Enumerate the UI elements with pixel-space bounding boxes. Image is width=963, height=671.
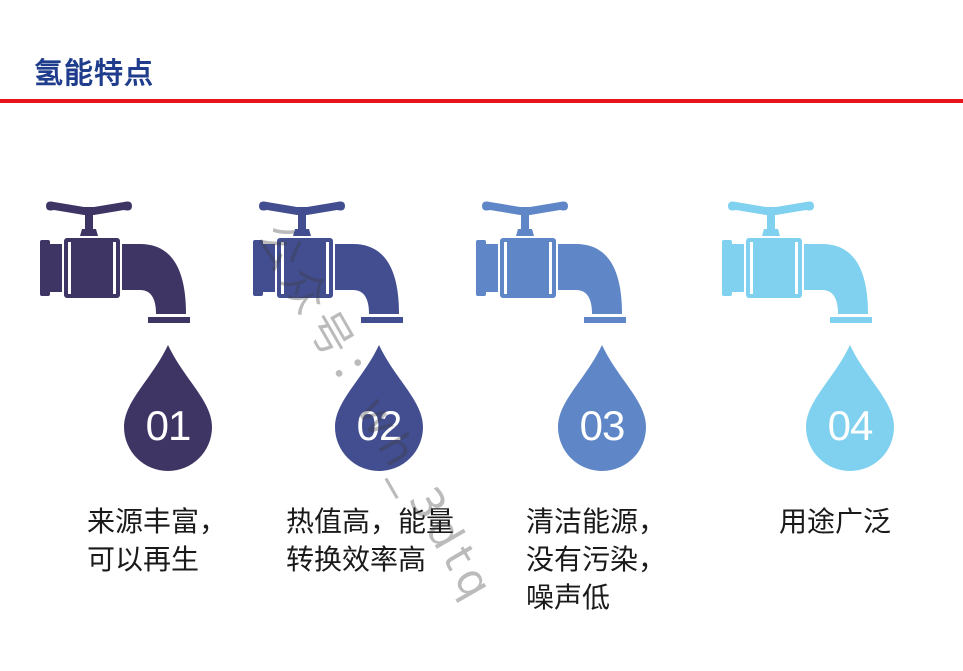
description-line: 噪声低 xyxy=(526,581,611,614)
description-line: 清洁能源， xyxy=(526,505,667,538)
faucet-icon xyxy=(40,201,190,323)
item-description: 热值高，能量 转换效率高 xyxy=(286,503,454,579)
description-line: 热值高，能量 xyxy=(286,505,455,538)
feature-item-1: 01 来源丰富， 可以再生 xyxy=(40,0,280,671)
item-number: 01 xyxy=(145,402,192,449)
page-title: 氢能特点 xyxy=(34,56,155,90)
water-drop-icon xyxy=(335,345,423,471)
feature-item-4: 04 用途广泛 xyxy=(722,0,962,671)
description-line: 用途广泛 xyxy=(779,505,892,538)
feature-item-2: 02 热值高，能量 转换效率高 xyxy=(253,0,493,671)
description-line: 转换效率高 xyxy=(286,543,427,576)
title-divider xyxy=(0,99,963,103)
item-number: 03 xyxy=(579,402,626,449)
water-drop-icon xyxy=(124,345,212,471)
faucet-icon xyxy=(253,201,403,323)
item-description: 用途广泛 xyxy=(779,503,891,541)
item-number: 02 xyxy=(356,402,403,449)
water-drop-icon xyxy=(806,345,894,471)
item-description: 清洁能源， 没有污染， 噪声低 xyxy=(526,503,666,617)
feature-item-3: 03 清洁能源， 没有污染， 噪声低 xyxy=(476,0,716,671)
water-drop-icon xyxy=(558,345,646,471)
faucet-icon xyxy=(722,201,872,323)
item-description: 来源丰富， 可以再生 xyxy=(87,503,227,579)
description-line: 可以再生 xyxy=(87,543,200,576)
description-line: 来源丰富， xyxy=(87,505,228,538)
faucet-icon xyxy=(476,201,626,323)
item-number: 04 xyxy=(827,402,874,449)
description-line: 没有污染， xyxy=(526,543,667,576)
